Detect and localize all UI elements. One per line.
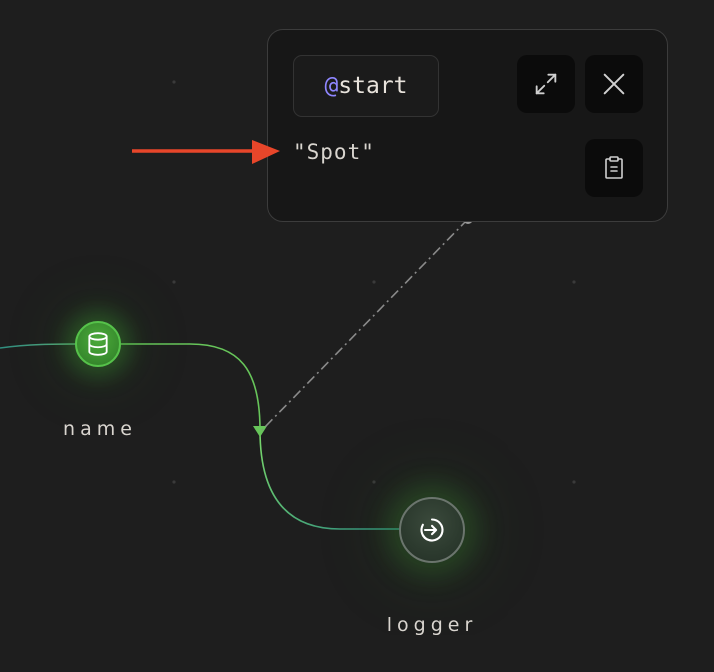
- popover-link-line: [261, 218, 469, 431]
- close-icon: [603, 73, 625, 95]
- variable-value: "Spot": [293, 140, 375, 164]
- node-label-logger: logger: [386, 614, 478, 636]
- edge-name-to-junction: [121, 343, 261, 431]
- red-arrow: [132, 140, 280, 164]
- background-grid: [172, 80, 576, 484]
- edge-junction-marker[interactable]: [253, 426, 267, 437]
- variable-name: start: [338, 73, 408, 99]
- copy-button[interactable]: [585, 139, 643, 197]
- variable-chip[interactable]: @start: [293, 55, 439, 117]
- expand-icon: [535, 73, 557, 95]
- edge-junction-to-logger: [259, 429, 400, 530]
- expand-button[interactable]: [517, 55, 575, 113]
- sign-in-icon: [420, 518, 444, 542]
- variable-prefix: @: [324, 73, 339, 99]
- node-name[interactable]: [75, 321, 121, 367]
- database-icon: [88, 332, 108, 356]
- edge-incoming-to-name: [0, 343, 77, 349]
- clipboard-icon: [605, 156, 623, 179]
- close-button[interactable]: [585, 55, 643, 113]
- node-logger[interactable]: [399, 497, 465, 563]
- node-label-name: name: [63, 418, 137, 440]
- variable-popover: @start "Spot": [267, 29, 668, 222]
